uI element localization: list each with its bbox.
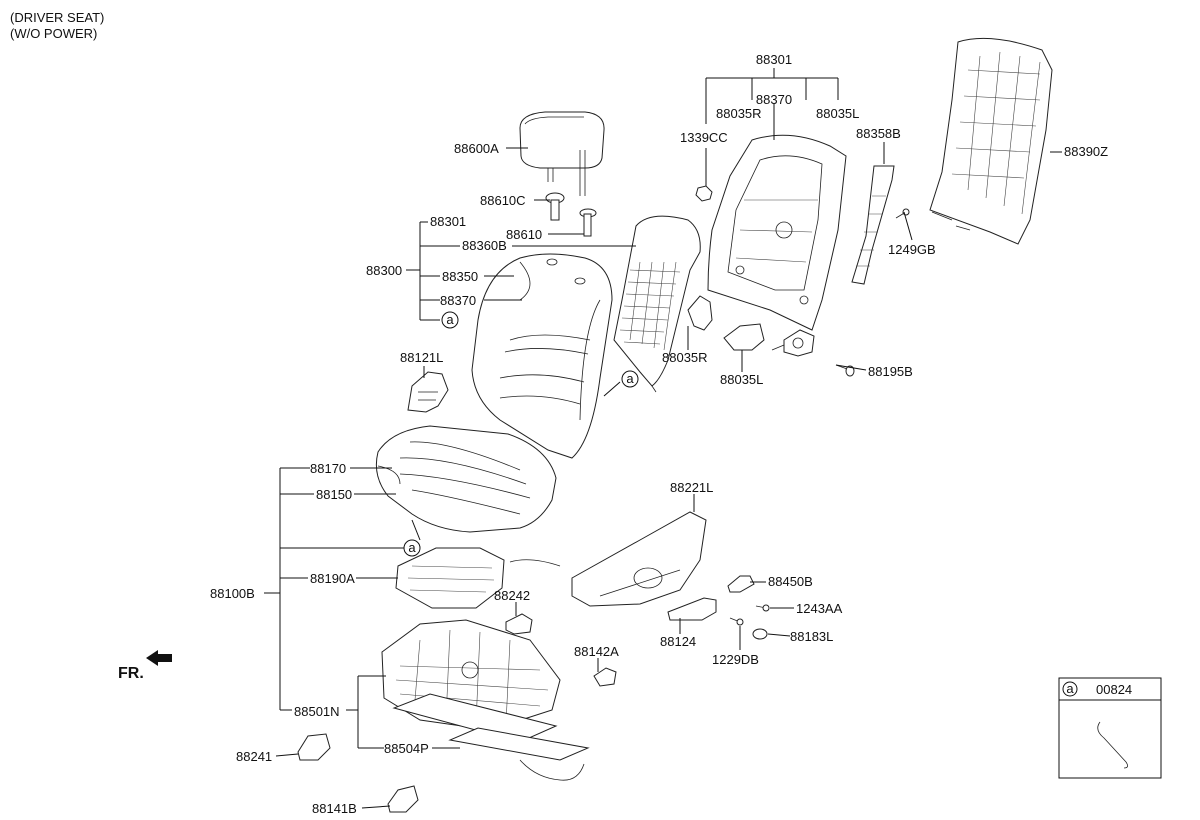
callout-a-3: a [403,539,421,557]
label-88190a: 88190A [310,571,355,586]
label-88141b: 88141B [312,801,357,816]
recliner-mechanism [771,329,815,357]
label-1243aa: 1243AA [796,601,843,616]
legend-box: a 00824 [1058,677,1162,779]
side-cover-bracket [407,371,449,413]
cap [752,628,768,640]
label-88370-top: 88370 [756,92,792,107]
front-label: FR. [118,665,144,682]
label-88170: 88170 [310,461,346,476]
svg-text:a: a [408,540,416,555]
cushion-mat [395,547,561,609]
label-88300: 88300 [366,263,402,278]
legend-marker: a [1066,681,1074,696]
label-88035r-top: 88035R [716,106,762,121]
seat-back-pad [613,215,701,393]
label-88504p: 88504P [384,741,429,756]
label-88301: 88301 [430,214,466,229]
label-88242: 88242 [494,588,530,603]
track-cover-88141b [387,785,419,813]
label-88221l: 88221L [670,480,713,495]
back-panel [929,37,1053,245]
label-1249gb: 1249GB [888,242,936,257]
label-88195b: 88195B [868,364,913,379]
label-88121l: 88121L [400,350,443,365]
label-88241: 88241 [236,749,272,764]
wire-clip-icon [1097,721,1128,769]
front-direction-indicator: FR. [118,650,172,682]
part-labels: 88301 88035R 88370 88035L 1339CC 88358B … [210,52,1108,816]
label-1229db: 1229DB [712,652,759,667]
label-1339cc: 1339CC [680,130,728,145]
arrow-left-icon [146,650,172,666]
lever [667,597,717,621]
header-line-2: (W/O POWER) [10,26,97,41]
svg-text:a: a [626,371,634,386]
label-88124: 88124 [660,634,696,649]
recline-handle [727,575,755,593]
label-88501n: 88501N [294,704,340,719]
label-88350: 88350 [442,269,478,284]
label-88370: 88370 [440,293,476,308]
label-88360b: 88360B [462,238,507,253]
side-shield [571,511,707,607]
lever-screw [729,617,744,626]
label-88610: 88610 [506,227,542,242]
label-88035l-top: 88035L [816,106,859,121]
clip-88142a [593,667,617,687]
callout-a-1: a [441,311,459,329]
screw [895,208,910,219]
legend-code: 00824 [1096,682,1132,697]
bracket-left [723,323,765,351]
clip-88242 [505,613,533,635]
label-88390z: 88390Z [1064,144,1108,159]
handle-screw [755,604,770,612]
track-cover-88241 [297,733,331,761]
headrest-guides [545,192,597,237]
label-88358b: 88358B [856,126,901,141]
label-88100b: 88100B [210,586,255,601]
label-88035r: 88035R [662,350,708,365]
label-88142a: 88142A [574,644,619,659]
leader-lines [264,68,1062,809]
label-88610c: 88610C [480,193,526,208]
lumbar-bar [851,165,895,285]
seat-back-cover [471,253,613,459]
nut [695,185,713,202]
header-line-1: (DRIVER SEAT) [10,10,104,25]
label-88301-top: 88301 [756,52,792,67]
label-88150: 88150 [316,487,352,502]
seat-track [392,693,590,781]
seat-back-frame [707,134,847,331]
headrest [519,111,605,196]
label-88035l: 88035L [720,372,763,387]
label-88600a: 88600A [454,141,499,156]
seat-cushion [375,425,557,533]
label-88450b: 88450B [768,574,813,589]
svg-text:a: a [446,312,454,327]
callout-a-2: a [621,370,639,388]
label-88183l: 88183L [790,629,833,644]
bracket-right [687,295,713,331]
